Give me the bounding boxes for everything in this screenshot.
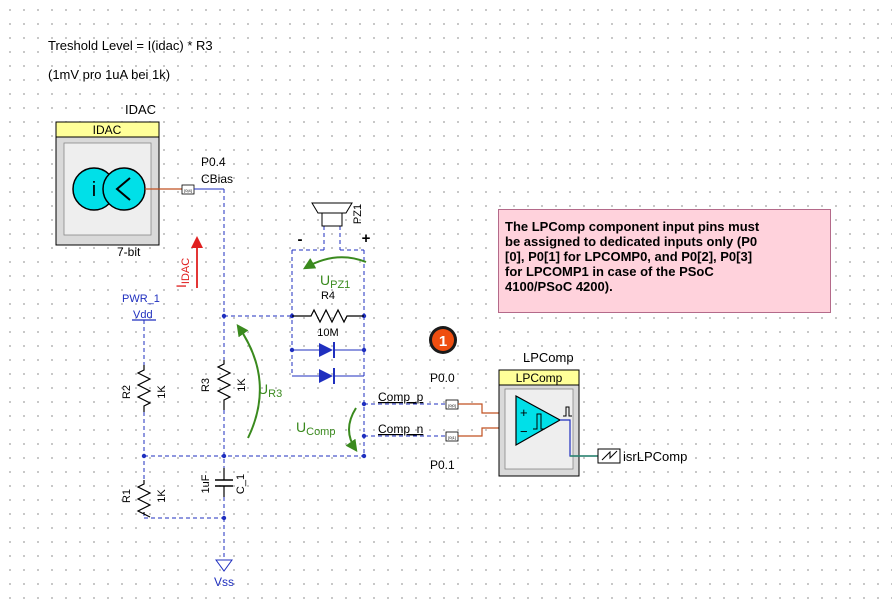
resistor-r4[interactable]: R4 10M — [292, 290, 364, 339]
svg-text:UR3: UR3 — [258, 381, 282, 400]
r3-value: 1K — [236, 378, 248, 392]
note-line-4: for LPCOMP1 in case of the PSoC — [505, 264, 714, 279]
scale-note: (1mV pro 1uA bei 1k) — [48, 67, 170, 82]
vss-label: Vss — [214, 575, 234, 589]
ucomp-annotation: UComp — [296, 407, 358, 452]
idac-current-arrow: IIDAC — [173, 236, 203, 288]
schematic-wires — [143, 189, 446, 560]
ucomp-main: U — [296, 419, 306, 435]
pwr-name: PWR_1 — [122, 293, 160, 305]
net-comp-n: Comp_n — [378, 422, 423, 436]
piezo-pz1[interactable]: PZ1 - + — [298, 202, 371, 248]
info-note: The LPComp component input pins must be … — [498, 209, 831, 313]
resistor-r2[interactable]: R2 1K — [121, 365, 168, 412]
svg-text:i: i — [92, 179, 96, 201]
r1-value: 1K — [156, 489, 168, 503]
idac-component[interactable]: IDAC IDAC i 7-bit — [55, 102, 160, 259]
r4-value: 10M — [317, 327, 338, 339]
pin-p0-0-label: P0.0 — [430, 371, 455, 385]
lpcomp-minus: − — [520, 424, 528, 439]
r3-ref: R3 — [200, 378, 212, 392]
net-comp-p: Comp_p — [378, 390, 424, 404]
threshold-formula: Treshold Level = I(idac) * R3 — [48, 38, 213, 53]
lpcomp-instance-label: LPComp — [523, 350, 574, 365]
diode-upper[interactable] — [292, 342, 364, 358]
ucomp-sub: Comp — [306, 426, 335, 438]
svg-text:IIDAC: IIDAC — [173, 258, 192, 288]
pz1-plus: + — [362, 230, 371, 247]
resistor-r1[interactable]: R1 1K — [121, 480, 168, 518]
pin-p0-4-label: P0.4 — [201, 155, 226, 169]
r2-value: 1K — [156, 385, 168, 399]
svg-text:[0|0]: [0|0] — [448, 403, 456, 408]
pin-cbias-label: CBias — [201, 172, 233, 186]
svg-text:[0|1]: [0|1] — [448, 435, 456, 440]
capacitor-c1[interactable]: 1uF C_1 — [200, 468, 247, 497]
diode-lower[interactable] — [292, 368, 364, 384]
isr-label: isrLPComp — [623, 449, 687, 464]
ur3-annotation: UR3 — [236, 324, 282, 439]
resistor-r3[interactable]: R3 1K — [200, 360, 248, 410]
c1-value: 1uF — [200, 474, 212, 493]
interrupt-icon — [601, 450, 618, 461]
note-line-3: [0], P0[1] for LPCOMP0, and P0[2], P0[3] — [505, 249, 753, 264]
upz1-annotation: UPZ1 — [302, 256, 367, 291]
pz1-ref: PZ1 — [352, 204, 364, 224]
r4-ref: R4 — [321, 290, 335, 302]
isr-component[interactable]: isrLPComp — [597, 448, 687, 464]
step-badge-number: 1 — [439, 333, 447, 350]
svg-text:UPZ1: UPZ1 — [320, 272, 350, 291]
idac-resolution: 7-bit — [117, 245, 141, 259]
pin-p0-1-label: P0.1 — [430, 458, 455, 472]
lpcomp-component[interactable]: LPComp LPComp + − — [498, 350, 580, 477]
r1-ref: R1 — [121, 489, 133, 503]
pz1-minus: - — [298, 231, 303, 248]
note-line-5: 4100/PSoC 4200). — [505, 279, 613, 294]
vdd-supply[interactable]: PWR_1 Vdd — [122, 293, 160, 321]
r2-ref: R2 — [121, 385, 133, 399]
upz1-main: U — [320, 272, 330, 288]
note-line-2: be assigned to dedicated inputs only (P0 — [505, 234, 758, 249]
c1-ref: C_1 — [235, 474, 247, 494]
comparator-icon: + − — [515, 394, 572, 447]
vss-ground[interactable]: Vss — [214, 559, 234, 589]
vdd-label: Vdd — [133, 309, 153, 321]
upz1-sub: PZ1 — [330, 279, 350, 291]
idac-current-sub: IDAC — [180, 258, 192, 284]
ur3-main: U — [258, 381, 268, 397]
idac-instance-label: IDAC — [125, 102, 156, 117]
svg-text:[0|4]: [0|4] — [184, 188, 192, 193]
idac-header: IDAC — [93, 123, 122, 137]
junction-dots — [141, 313, 367, 521]
lpcomp-header: LPComp — [516, 371, 563, 385]
current-source-icon: i — [72, 167, 146, 211]
lpcomp-plus: + — [520, 405, 528, 420]
note-line-1: The LPComp component input pins must — [505, 219, 760, 234]
svg-text:UComp: UComp — [296, 419, 335, 438]
ur3-sub: R3 — [268, 388, 282, 400]
step-badge: 1 — [429, 326, 457, 354]
idac-current-label: I — [173, 284, 189, 288]
